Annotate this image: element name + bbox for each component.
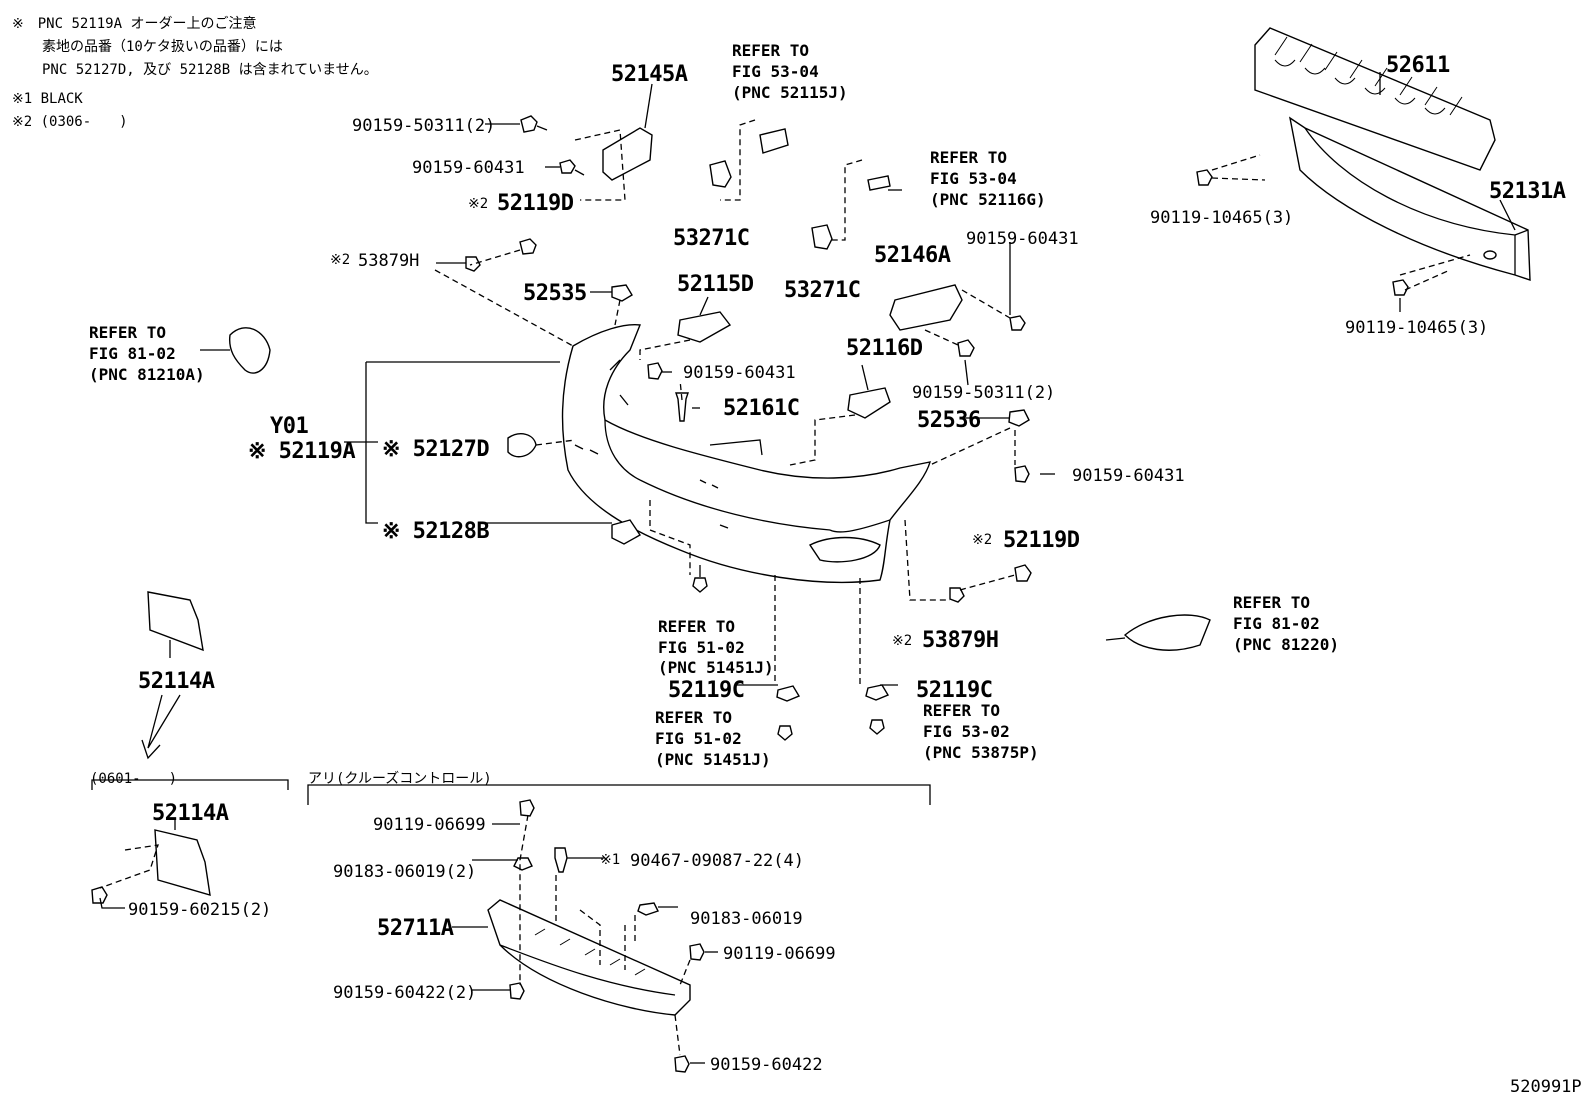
- label-90119-06699-b[interactable]: 90119-06699: [723, 944, 836, 964]
- ref6-line2[interactable]: FIG 53-02: [923, 722, 1010, 741]
- label-53271C-a[interactable]: 53271C: [673, 226, 750, 251]
- ref7-line3[interactable]: (PNC 81220): [1233, 635, 1339, 654]
- label-mark2-c: ※2: [972, 532, 992, 548]
- label-90467-09087-22[interactable]: 90467-09087-22(4): [630, 851, 804, 871]
- label-52536[interactable]: 52536: [917, 408, 981, 433]
- ref7-line2[interactable]: FIG 81-02: [1233, 614, 1320, 633]
- label-52145A[interactable]: 52145A: [611, 62, 688, 87]
- ref5-line1[interactable]: REFER TO: [655, 708, 732, 727]
- label-90159-60431-c[interactable]: 90159-60431: [683, 363, 796, 383]
- label-mark2-b: ※2: [330, 252, 350, 268]
- label-90119-06699-a[interactable]: 90119-06699: [373, 815, 486, 835]
- label-52114A-b[interactable]: 52114A: [152, 801, 229, 826]
- ref1-line2[interactable]: FIG 53-04: [732, 62, 819, 81]
- part-labels: 52145A 90159-50311(2) 90159-60431 ※2 521…: [89, 41, 1582, 1097]
- ref6-line3[interactable]: (PNC 53875P): [923, 743, 1039, 762]
- label-90159-60431-a[interactable]: 90159-60431: [412, 158, 525, 178]
- note-line-3: PNC 52127D, 及び 52128B は含まれていません。: [42, 62, 378, 78]
- label-Y01[interactable]: Y01: [270, 414, 309, 439]
- under-cover-drawing: [487, 799, 705, 1073]
- label-90159-60422-a[interactable]: 90159-60422(2): [333, 983, 476, 1003]
- label-90119-10465-a[interactable]: 90119-10465(3): [1150, 208, 1293, 228]
- label-53271C-b[interactable]: 53271C: [784, 278, 861, 303]
- label-52146A[interactable]: 52146A: [874, 243, 951, 268]
- ref4-line1[interactable]: REFER TO: [658, 617, 735, 636]
- ref2-line2[interactable]: FIG 53-04: [930, 169, 1017, 188]
- ref2-line3[interactable]: (PNC 52116G): [930, 190, 1046, 209]
- label-52119C-a[interactable]: 52119C: [668, 678, 745, 703]
- absorber-drawing: [1254, 27, 1496, 171]
- bumper-cover-drawing: [561, 323, 931, 584]
- label-90159-50311-a[interactable]: 90159-50311(2): [352, 116, 495, 136]
- ref1-line3[interactable]: (PNC 52115J): [732, 83, 848, 102]
- ref5-line2[interactable]: FIG 51-02: [655, 729, 742, 748]
- ref3-line1[interactable]: REFER TO: [89, 323, 166, 342]
- ref2-line1[interactable]: REFER TO: [930, 148, 1007, 167]
- ref4-line3[interactable]: (PNC 51451J): [658, 658, 774, 677]
- label-52115D[interactable]: 52115D: [677, 272, 754, 297]
- ref1-line1[interactable]: REFER TO: [732, 41, 809, 60]
- fastener-drawings: [91, 115, 1409, 904]
- ref5-line3[interactable]: (PNC 51451J): [655, 750, 771, 769]
- label-52119D-b[interactable]: 52119D: [1003, 528, 1080, 553]
- label-mark2-d: ※2: [892, 633, 912, 649]
- label-mark1: ※1: [600, 852, 620, 868]
- label-90183-06019-b[interactable]: 90183-06019: [690, 909, 803, 929]
- ref3-line3[interactable]: (PNC 81210A): [89, 365, 205, 384]
- reinforcement-drawing: [1288, 116, 1531, 281]
- label-52128B[interactable]: ※ 52128B: [382, 519, 490, 544]
- label-90159-60215[interactable]: 90159-60215(2): [128, 900, 271, 920]
- label-52119A[interactable]: ※ 52119A: [248, 439, 356, 464]
- ref7-line1[interactable]: REFER TO: [1233, 593, 1310, 612]
- notes-block: ※ PNC 52119A オーダー上のご注意 素地の品番（10ケタ扱いの品番）に…: [12, 15, 378, 130]
- label-52711A[interactable]: 52711A: [377, 916, 454, 941]
- group-label-cruise: アリ(クルーズコントロール): [308, 771, 492, 787]
- label-mark2-a: ※2: [468, 196, 488, 212]
- label-52119D-a[interactable]: 52119D: [497, 191, 574, 216]
- leader-lines: [91, 72, 1516, 1064]
- note-line-1: ※ PNC 52119A オーダー上のご注意: [12, 15, 256, 32]
- ref6-line1[interactable]: REFER TO: [923, 701, 1000, 720]
- label-90183-06019-a[interactable]: 90183-06019(2): [333, 862, 476, 882]
- ref4-line2[interactable]: FIG 51-02: [658, 638, 745, 657]
- label-90159-50311-b[interactable]: 90159-50311(2): [912, 383, 1055, 403]
- label-52127D[interactable]: ※ 52127D: [382, 437, 490, 462]
- label-53879H-b[interactable]: 53879H: [922, 628, 999, 653]
- label-52161C[interactable]: 52161C: [723, 396, 800, 421]
- label-90159-60422-b[interactable]: 90159-60422: [710, 1055, 823, 1075]
- group-label-0601: (0601- ): [90, 771, 177, 787]
- note-line-5: ※2 (0306- ): [12, 114, 128, 130]
- label-90159-60431-b[interactable]: 90159-60431: [966, 229, 1079, 249]
- label-53879H-a[interactable]: 53879H: [358, 251, 419, 271]
- label-52119C-b[interactable]: 52119C: [916, 678, 993, 703]
- label-52116D[interactable]: 52116D: [846, 336, 923, 361]
- label-90159-60431-d[interactable]: 90159-60431: [1072, 466, 1185, 486]
- label-52114A-a[interactable]: 52114A: [138, 669, 215, 694]
- label-52535[interactable]: 52535: [523, 281, 587, 306]
- label-52131A[interactable]: 52131A: [1489, 179, 1566, 204]
- note-line-2: 素地の品番（10ケタ扱いの品番）には: [42, 39, 283, 55]
- diagram-id: 520991P: [1510, 1077, 1582, 1097]
- ref3-line2[interactable]: FIG 81-02: [89, 344, 176, 363]
- label-90119-10465-b[interactable]: 90119-10465(3): [1345, 318, 1488, 338]
- note-line-4: ※1 BLACK: [12, 91, 83, 107]
- label-52611[interactable]: 52611: [1386, 53, 1450, 78]
